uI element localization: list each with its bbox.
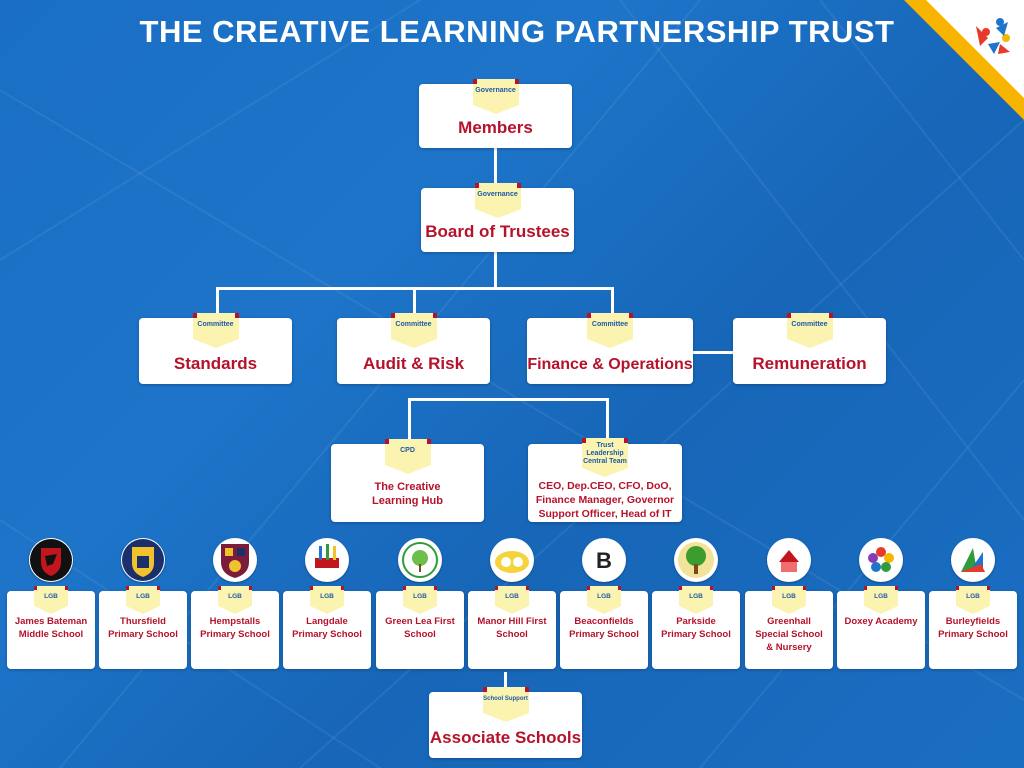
lgb-tag: LGB	[581, 586, 627, 622]
governance-tag: Governance	[474, 183, 521, 219]
greenhall-special-school-nursery-logo	[767, 538, 811, 582]
committee-tag: Committee	[192, 313, 239, 349]
lgb-tag: LGB	[397, 586, 443, 622]
lgb-tag: LGB	[304, 586, 350, 622]
associate-label: Associate Schools	[429, 728, 582, 747]
burleyfields-primary-school-logo	[951, 538, 995, 582]
associate-box: School Support Associate Schools	[429, 687, 582, 758]
parkside-primary-school-logo	[674, 538, 718, 582]
finance-label: Finance & Operations	[527, 356, 693, 373]
lgb-tag: LGB	[766, 586, 812, 622]
school-name: James Bateman Middle School	[14, 616, 88, 640]
thursfield-primary-school-logo	[121, 538, 165, 582]
finance-box: Committee Finance & Operations	[527, 313, 693, 384]
connector	[504, 672, 507, 692]
doxey-academy-logo	[859, 538, 903, 582]
school-name: Parkside Primary School	[661, 616, 731, 640]
cpd-tag: CPD	[384, 439, 431, 475]
lgb-tag: LGB	[28, 586, 74, 622]
audit-box: Committee Audit & Risk	[337, 313, 490, 384]
school-name: Thursfield Primary School	[108, 616, 178, 640]
school-name: Greenhall Special School & Nursery	[755, 616, 823, 653]
svg-text:B: B	[596, 548, 612, 573]
connector	[216, 287, 219, 320]
connector	[494, 252, 497, 290]
langdale-primary-school-logo	[305, 538, 349, 582]
lgb-tag: LGB	[858, 586, 904, 622]
manor-hill-first-school-logo	[490, 538, 534, 582]
connector	[408, 398, 608, 401]
members-box: Governance Members	[419, 79, 572, 148]
central-team-box: Trust Leadership Central Team CEO, Dep.C…	[528, 438, 682, 522]
school-name: Green Lea First School	[385, 616, 455, 640]
school-name: Burleyfields Primary School	[938, 616, 1008, 640]
remuneration-label: Remuneration	[752, 354, 867, 373]
hempstalls-primary-school-logo	[213, 538, 257, 582]
lgb-tag: LGB	[120, 586, 166, 622]
trust-logo	[904, 0, 1024, 120]
school-name: Hempstalls Primary School	[200, 616, 270, 640]
standards-label: Standards	[173, 354, 258, 373]
lgb-tag: LGB	[212, 586, 258, 622]
connector	[606, 398, 609, 446]
school-name: Langdale Primary School	[292, 616, 362, 640]
connector	[611, 287, 614, 320]
lgb-tag: LGB	[489, 586, 535, 622]
beaconfields-primary-school-logo: B	[582, 538, 626, 582]
audit-label: Audit & Risk	[362, 354, 465, 373]
school-name: Beaconfields Primary School	[569, 616, 639, 640]
connector	[413, 287, 416, 320]
committee-tag: Committee	[587, 313, 633, 349]
connector	[408, 398, 411, 446]
central-team-label: CEO, Dep.CEO, CFO, DoO, Finance Manager,…	[535, 480, 675, 520]
trustees-box: Governance Board of Trustees	[421, 183, 574, 252]
standards-box: Committee Standards	[139, 313, 292, 384]
trustees-label: Board of Trustees	[425, 222, 570, 241]
school-name: Doxey Academy	[844, 616, 918, 627]
connector	[692, 351, 734, 354]
committee-tag: Committee	[786, 313, 833, 349]
remuneration-box: Committee Remuneration	[733, 313, 886, 384]
hub-label: The Creative Learning Hub	[372, 481, 443, 507]
school-support-tag: School Support	[482, 687, 529, 723]
hub-box: CPD The Creative Learning Hub	[331, 439, 484, 522]
trust-leadership-tag: Trust Leadership Central Team	[582, 438, 628, 478]
lgb-tag: LGB	[673, 586, 719, 622]
green-lea-first-school-logo	[398, 538, 442, 582]
governance-tag: Governance	[472, 79, 519, 115]
james-bateman-middle-school-logo	[29, 538, 73, 582]
school-name: Manor Hill First School	[477, 616, 547, 640]
lgb-tag: LGB	[950, 586, 996, 622]
connector	[494, 148, 497, 190]
page-title: THE CREATIVE LEARNING PARTNERSHIP TRUST	[139, 14, 895, 49]
members-label: Members	[458, 118, 533, 137]
committee-tag: Committee	[390, 313, 437, 349]
